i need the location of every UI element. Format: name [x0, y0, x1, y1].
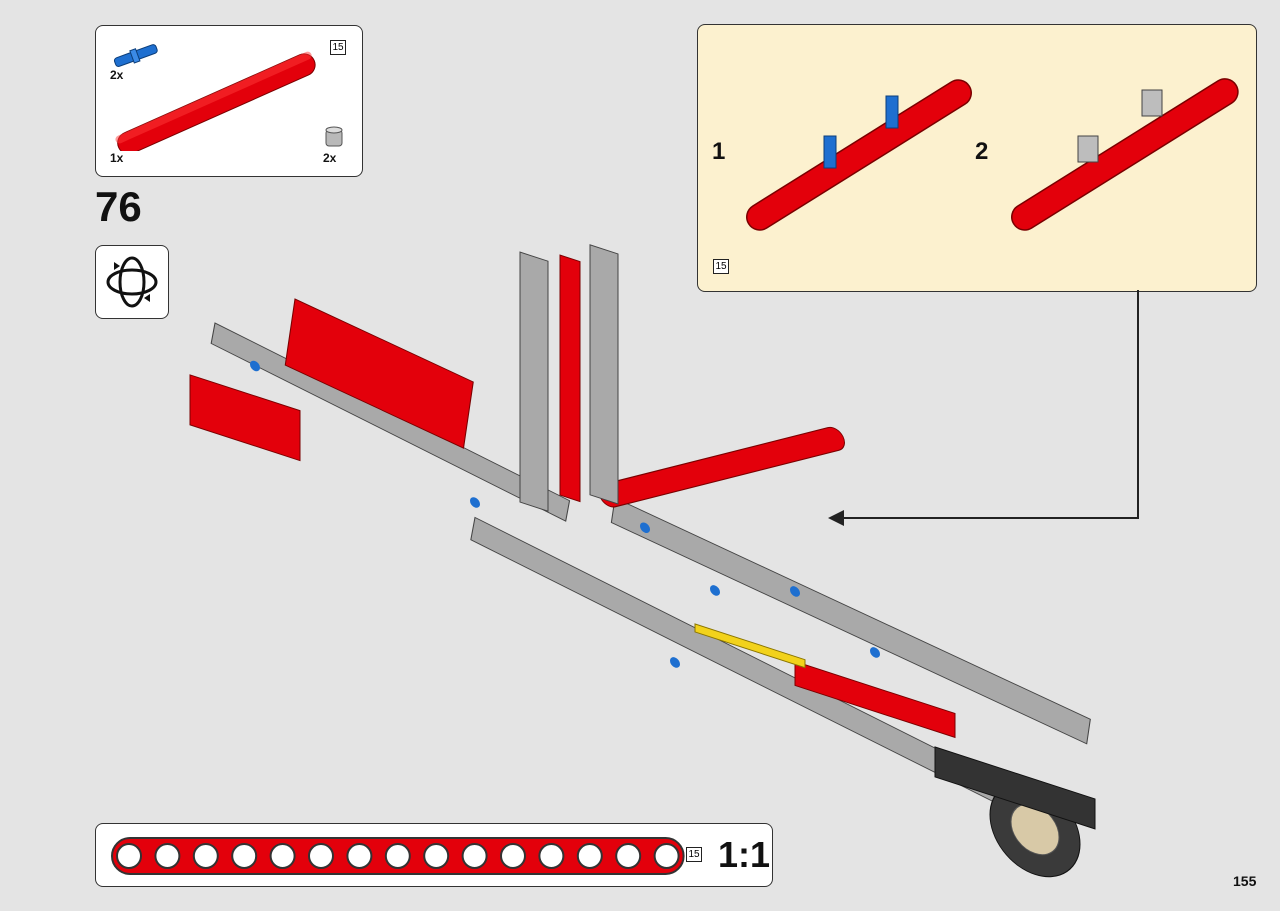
ruler-hole	[538, 843, 565, 869]
ruler-hole	[423, 843, 450, 869]
ruler-hole	[615, 843, 642, 869]
model-assembly-illustration	[189, 244, 1096, 878]
ruler-hole	[116, 843, 142, 869]
ruler-hole	[231, 843, 258, 869]
ruler-hole	[576, 843, 603, 869]
parts-list-panel: 2x 1x 15 2x	[95, 25, 363, 177]
ruler-beam-15	[111, 837, 685, 875]
ruler-hole	[346, 843, 373, 869]
page-number: 155	[1233, 873, 1257, 889]
rotate-model-icon	[106, 256, 158, 308]
ruler-hole	[653, 843, 680, 869]
beam-length-box: 15	[330, 40, 346, 55]
scale-label: 1:1	[718, 834, 771, 875]
rotate-model-panel	[95, 245, 169, 319]
substep-1-assembly	[746, 79, 972, 231]
ruler-hole	[192, 843, 219, 869]
callout-beam-length-box: 15	[713, 259, 729, 274]
actual-size-ruler: 15 1:1	[95, 823, 773, 887]
ruler-hole	[308, 843, 334, 869]
pin-quantity: 2x	[110, 68, 124, 82]
callout-arrow	[828, 290, 1139, 526]
ruler-hole	[461, 843, 488, 869]
ruler-beam-length-box: 15	[686, 847, 702, 862]
step-number: 76	[95, 183, 142, 230]
ruler-hole	[269, 843, 296, 869]
blue-pin-icon	[113, 44, 158, 67]
ruler-hole	[154, 843, 181, 869]
substep-label-2: 2	[975, 138, 989, 165]
substep-label-1: 1	[712, 138, 726, 165]
gray-bush-icon	[325, 126, 343, 147]
red-beam-15-icon	[115, 51, 316, 151]
substep-2-assembly	[1011, 78, 1239, 231]
beam-quantity: 1x	[110, 151, 124, 165]
ruler-hole	[384, 843, 411, 869]
substep-callout: 1 2 15	[697, 24, 1257, 292]
ruler-hole	[500, 843, 526, 869]
bush-quantity: 2x	[323, 151, 337, 165]
